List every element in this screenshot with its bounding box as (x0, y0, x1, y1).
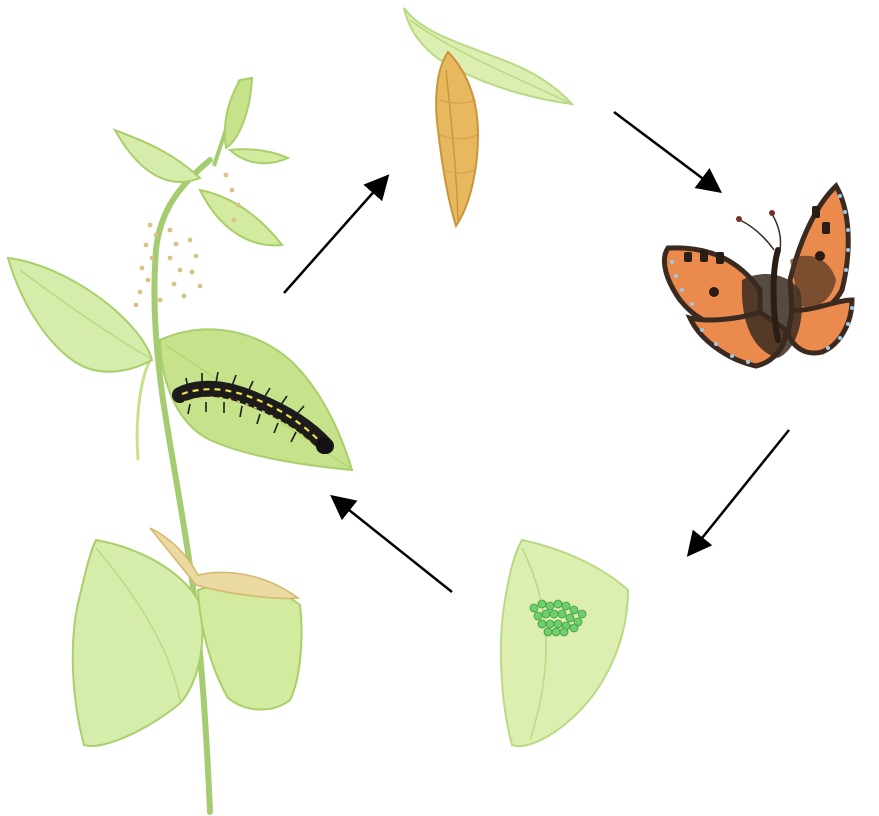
egg-cluster-on-leaf-icon (501, 540, 628, 746)
butterfly-icon (664, 186, 854, 366)
butterfly-antenna-left (740, 220, 774, 250)
nettle-leaf-lower-left (73, 540, 203, 746)
nettle-leaf-left (8, 258, 152, 372)
nettle-leaf-top (225, 78, 252, 148)
nettle-leaf-upper-right (200, 190, 282, 245)
arrow-eggs-to-caterpillar (334, 498, 452, 592)
nettle-plant-illustration (8, 78, 352, 812)
arrow-butterfly-to-eggs (690, 430, 789, 553)
chrysalis-leaf (404, 8, 572, 104)
arrow-caterpillar-to-pupa (284, 178, 386, 293)
arrow-pupa-to-butterfly (614, 112, 718, 190)
caterpillar-head (316, 438, 332, 454)
egg-leaf (501, 540, 628, 746)
cycle-arrows (284, 112, 789, 592)
chrysalis-icon (404, 8, 572, 226)
butterfly-antenna-right (772, 214, 781, 250)
nettle-leaf-lower-right (198, 584, 302, 709)
nettle-flower-catkins (134, 173, 241, 308)
